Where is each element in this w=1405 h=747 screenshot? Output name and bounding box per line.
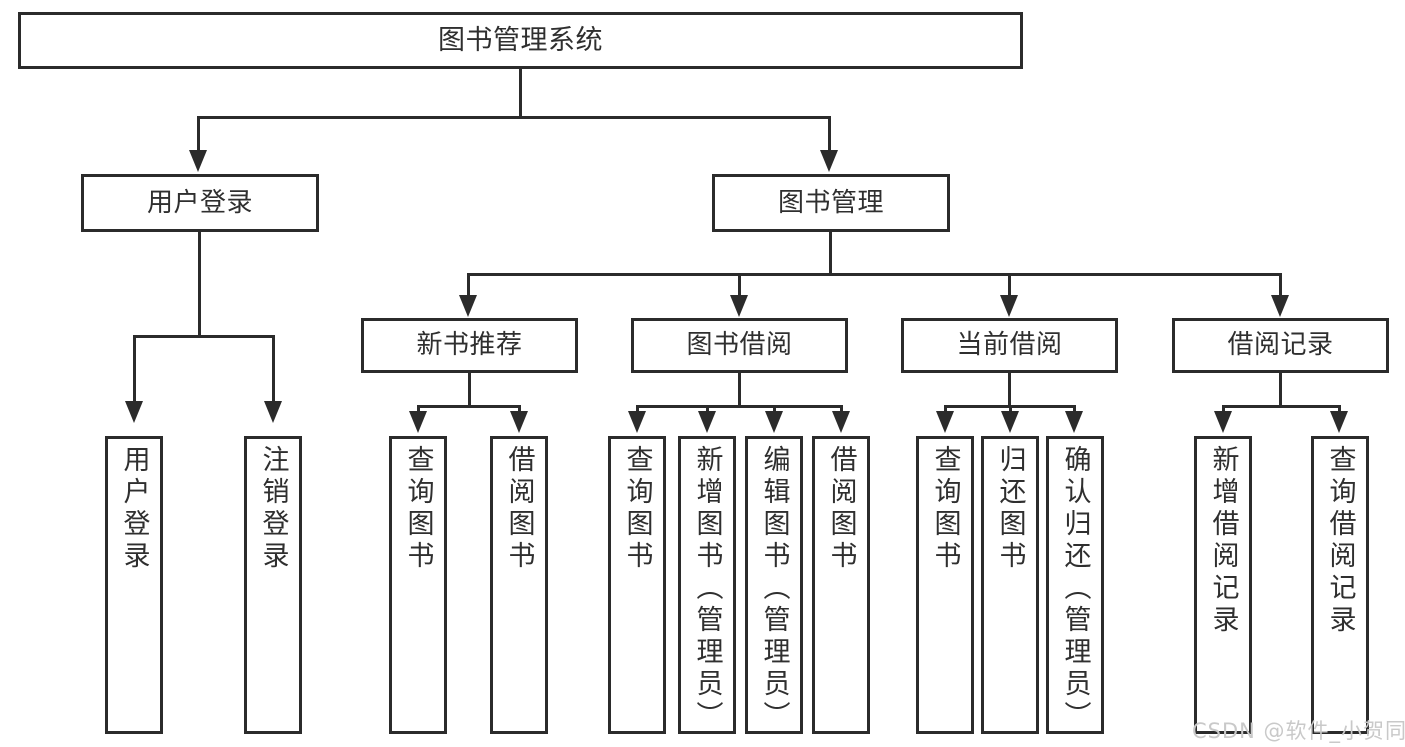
leaf-user-login[interactable]: 用户登录: [105, 436, 163, 734]
node-label: 用户登录: [146, 187, 253, 218]
node-label: 查询借阅记录: [1324, 445, 1356, 637]
arrowhead-leaf-query-book-1: [409, 411, 427, 433]
node-label: 新增借阅记录: [1207, 445, 1239, 637]
node-label: 借阅图书: [503, 445, 535, 573]
connector-new-book-bus: [417, 405, 521, 408]
node-label: 图书管理: [777, 187, 884, 218]
arrowhead-leaf-add-record: [1214, 411, 1232, 433]
arrowhead-user-login: [189, 150, 207, 172]
node-label: 新书推荐: [416, 330, 523, 361]
connector-borrow-record-bus: [1222, 405, 1341, 408]
connector-root-to-user-login: [197, 116, 200, 152]
node-root-system[interactable]: 图书管理系统: [18, 12, 1023, 69]
connector-current-borrow-drop-2: [1009, 405, 1012, 413]
arrowhead-leaf-return-book: [1001, 411, 1019, 433]
arrowhead-book-manage: [820, 150, 838, 172]
connector-user-login-drop-2: [272, 335, 275, 403]
leaf-edit-book-admin[interactable]: 编辑图书（管理员）: [745, 436, 803, 734]
connector-root-stem: [519, 69, 522, 118]
node-label: 注销登录: [257, 445, 289, 573]
node-user-login[interactable]: 用户登录: [81, 174, 319, 232]
node-label: 借阅记录: [1227, 330, 1334, 361]
node-new-book-recommend[interactable]: 新书推荐: [361, 318, 578, 373]
leaf-query-book-current[interactable]: 查询图书: [916, 436, 974, 734]
connector-book-manage-drop-4: [1279, 273, 1282, 299]
leaf-borrow-book-recommend[interactable]: 借阅图书: [490, 436, 548, 734]
connector-new-book-stem: [468, 373, 471, 407]
arrowhead-leaf-confirm-return: [1065, 411, 1083, 433]
node-label: 查询图书: [402, 445, 434, 573]
node-book-borrow[interactable]: 图书借阅: [631, 318, 848, 373]
connector-new-book-drop-2: [518, 405, 521, 413]
arrowhead-leaf-add-book: [698, 411, 716, 433]
arrowhead-current-borrow: [1000, 295, 1018, 317]
connector-book-manage-bus: [467, 273, 1282, 276]
connector-root-to-book-manage: [828, 116, 831, 152]
node-label: 图书借阅: [686, 330, 793, 361]
connector-current-borrow-stem: [1008, 373, 1011, 407]
arrowhead-leaf-user-login: [125, 401, 143, 423]
node-label: 编辑图书（管理员）: [758, 445, 790, 733]
node-label: 用户登录: [118, 445, 150, 573]
node-label: 归还图书: [994, 445, 1026, 573]
node-current-borrow[interactable]: 当前借阅: [901, 318, 1118, 373]
connector-borrow-record-stem: [1279, 373, 1282, 407]
arrowhead-leaf-borrow-book-2: [832, 411, 850, 433]
connector-current-borrow-drop-1: [944, 405, 947, 413]
node-label: 新增图书（管理员）: [691, 445, 723, 733]
connector-borrow-record-drop-1: [1222, 405, 1225, 413]
connector-book-borrow-drop-1: [636, 405, 639, 413]
node-book-manage[interactable]: 图书管理: [712, 174, 950, 232]
leaf-logout[interactable]: 注销登录: [244, 436, 302, 734]
arrowhead-leaf-query-record: [1330, 411, 1348, 433]
arrowhead-leaf-edit-book: [765, 411, 783, 433]
connector-borrow-record-drop-2: [1338, 405, 1341, 413]
arrowhead-leaf-query-book-3: [936, 411, 954, 433]
node-borrow-record[interactable]: 借阅记录: [1172, 318, 1389, 373]
arrowhead-leaf-borrow-book-1: [510, 411, 528, 433]
arrowhead-leaf-logout: [264, 401, 282, 423]
connector-book-manage-drop-1: [467, 273, 470, 299]
leaf-query-borrow-record[interactable]: 查询借阅记录: [1311, 436, 1369, 734]
connector-book-manage-drop-2: [738, 273, 741, 299]
connector-book-borrow-bus: [636, 405, 843, 408]
node-label: 确认归还（管理员）: [1059, 445, 1091, 733]
leaf-query-book-borrow[interactable]: 查询图书: [608, 436, 666, 734]
leaf-query-book-recommend[interactable]: 查询图书: [389, 436, 447, 734]
connector-book-borrow-drop-3: [773, 405, 776, 413]
connector-book-manage-stem: [829, 232, 832, 275]
arrowhead-book-borrow: [730, 295, 748, 317]
connector-book-borrow-drop-2: [706, 405, 709, 413]
connector-user-login-stem: [198, 232, 201, 337]
connector-book-borrow-stem: [738, 373, 741, 407]
connector-book-borrow-drop-4: [840, 405, 843, 413]
connector-user-login-drop-1: [133, 335, 136, 403]
leaf-add-borrow-record[interactable]: 新增借阅记录: [1194, 436, 1252, 734]
connector-new-book-drop-1: [417, 405, 420, 413]
connector-user-login-bus: [133, 335, 274, 338]
node-label: 查询图书: [929, 445, 961, 573]
connector-book-manage-drop-3: [1008, 273, 1011, 299]
arrowhead-borrow-record: [1271, 295, 1289, 317]
arrowhead-new-book-recommend: [459, 295, 477, 317]
node-label: 当前借阅: [956, 330, 1063, 361]
node-label: 借阅图书: [825, 445, 857, 573]
arrowhead-leaf-query-book-2: [628, 411, 646, 433]
node-label: 图书管理系统: [438, 24, 603, 56]
leaf-confirm-return-admin[interactable]: 确认归还（管理员）: [1046, 436, 1104, 734]
connector-root-bus: [197, 116, 831, 119]
leaf-return-book[interactable]: 归还图书: [981, 436, 1039, 734]
leaf-borrow-book[interactable]: 借阅图书: [812, 436, 870, 734]
leaf-add-book-admin[interactable]: 新增图书（管理员）: [678, 436, 736, 734]
node-label: 查询图书: [621, 445, 653, 573]
connector-current-borrow-drop-3: [1073, 405, 1076, 413]
